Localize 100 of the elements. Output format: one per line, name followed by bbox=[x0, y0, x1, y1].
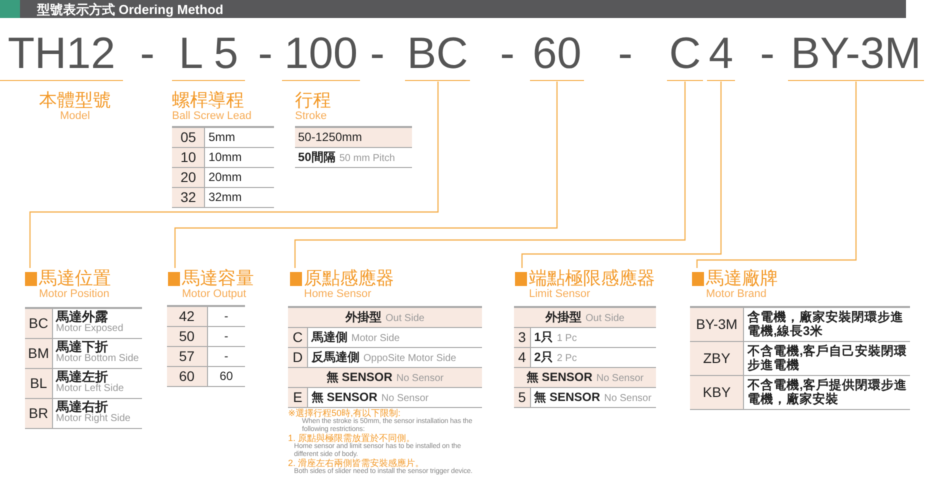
cell-text: 5mm bbox=[208, 130, 236, 144]
section-subtitle: Limit Sensor bbox=[529, 288, 592, 301]
cell-text: 50間隔 bbox=[298, 150, 336, 164]
cell-text: 無 SENSOR bbox=[326, 370, 392, 384]
code-segment: 60 bbox=[530, 28, 584, 81]
cell-text: 60 bbox=[178, 368, 195, 384]
cell-text: 馬達下折 bbox=[56, 341, 109, 353]
dash-separator: - bbox=[760, 28, 775, 80]
section-subtitle: Home Sensor bbox=[304, 288, 372, 301]
code-segment: C bbox=[667, 28, 703, 81]
cell-text: D bbox=[292, 349, 303, 365]
section-heading: 原點感應器 bbox=[304, 268, 395, 288]
cell-text: 馬達左折 bbox=[56, 371, 108, 383]
english-caption: Motor Right Side bbox=[56, 413, 132, 425]
section-subtitle: Stroke bbox=[295, 110, 328, 123]
cell-text: 50-1250mm bbox=[298, 130, 362, 144]
leader-line bbox=[29, 82, 439, 268]
cell-text: 5 bbox=[518, 389, 526, 405]
cell-text: 3 bbox=[518, 329, 526, 345]
cell-text: 馬達外露 bbox=[56, 311, 108, 324]
dash-separator: - bbox=[258, 28, 273, 80]
cell-text: 05 bbox=[180, 129, 196, 146]
section-heading: 行程 bbox=[295, 90, 332, 110]
cell-text: 不含電機,客戶自己安裝閉環步進電機 bbox=[747, 344, 907, 372]
cell-text: 60 bbox=[220, 369, 233, 383]
cell-text: 無 SENSOR bbox=[311, 390, 378, 404]
leader-line bbox=[696, 82, 857, 268]
cell-text: 馬達側 bbox=[311, 330, 348, 344]
cell-text: 42 bbox=[178, 308, 195, 324]
english-caption: Motor Exposed bbox=[56, 323, 124, 336]
section-heading: 本體型號 bbox=[38, 90, 112, 110]
section-heading: 端點極限感應器 bbox=[529, 268, 656, 288]
note-text: 1. 原點與極限需放置於不同側。 bbox=[288, 433, 416, 443]
english-caption: Out Side bbox=[586, 312, 624, 324]
section-subtitle: Motor Brand bbox=[706, 288, 768, 301]
code-segment: 100 bbox=[282, 28, 360, 81]
cell-text: 32 bbox=[180, 189, 196, 205]
cell-text: - bbox=[224, 329, 228, 343]
english-caption: Motor Side bbox=[351, 332, 400, 344]
section-subtitle: Model bbox=[59, 110, 91, 123]
leader-line bbox=[174, 82, 558, 268]
cell-text: 4 bbox=[518, 349, 526, 365]
cell-text: BR bbox=[28, 405, 48, 421]
english-caption: 2 Pc bbox=[556, 352, 577, 364]
section-subtitle: Motor Position bbox=[39, 288, 110, 301]
code-segment: L 5 bbox=[172, 28, 245, 81]
title-text: 型號表示方式 Ordering Method bbox=[37, 1, 224, 19]
section-heading: 馬達位置 bbox=[39, 268, 112, 288]
note-text: ※選擇行程50時,有以下限制: bbox=[288, 408, 402, 418]
english-caption: No Sensor bbox=[381, 392, 429, 404]
cell-text: 2只 bbox=[534, 350, 553, 364]
english-caption: 1 Pc bbox=[556, 332, 577, 344]
cell-text: 反馬達側 bbox=[311, 350, 360, 364]
dash-separator: - bbox=[140, 28, 155, 80]
cell-text: 20 bbox=[180, 169, 196, 185]
leader-line bbox=[294, 82, 686, 268]
cell-text: BY-3M bbox=[696, 316, 738, 332]
cell-text: 外掛型 bbox=[546, 310, 582, 324]
section-subtitle: Motor Output bbox=[182, 288, 248, 301]
english-caption: No Sensor bbox=[596, 372, 644, 384]
dash-separator: - bbox=[618, 28, 633, 80]
cell-text: KBY bbox=[702, 384, 731, 400]
cell-text: 10mm bbox=[208, 150, 242, 164]
english-caption: Motor Bottom Side bbox=[56, 353, 139, 365]
cell-text: 10 bbox=[180, 149, 196, 165]
code-segment: BC bbox=[405, 28, 470, 81]
english-caption: Out Side bbox=[386, 312, 424, 324]
dash-separator: - bbox=[500, 28, 515, 80]
cell-text: 外掛型 bbox=[346, 310, 382, 324]
cell-text: 無 SENSOR bbox=[534, 390, 600, 404]
cell-text: 含電機，廠家安裝閉環步進電機,線長3米 bbox=[747, 310, 904, 338]
dash-separator: - bbox=[370, 28, 385, 80]
cell-text: BL bbox=[30, 375, 48, 391]
cell-text: BC bbox=[28, 315, 48, 332]
cell-text: ZBY bbox=[703, 350, 730, 366]
cell-text: 不含電機,客戶提供閉環步進電機，廠家安裝 bbox=[747, 378, 907, 406]
section-heading: 螺桿導程 bbox=[172, 90, 245, 110]
cell-text: 20mm bbox=[208, 170, 242, 184]
english-caption: 50 mm Pitch bbox=[339, 152, 395, 164]
cell-text: - bbox=[224, 349, 228, 363]
cell-text: 無 SENSOR bbox=[526, 370, 592, 384]
cell-text: BM bbox=[28, 345, 49, 361]
english-caption: OppoSite Motor Side bbox=[363, 352, 456, 364]
cell-text: - bbox=[224, 309, 228, 324]
cell-text: C bbox=[292, 329, 303, 345]
english-caption: No Sensor bbox=[396, 372, 444, 384]
english-caption: No Sensor bbox=[604, 392, 652, 404]
leader-line bbox=[521, 82, 722, 268]
section-heading: 馬達廠牌 bbox=[706, 268, 779, 288]
cell-text: 32mm bbox=[208, 190, 242, 204]
code-segment: TH12 bbox=[0, 28, 123, 81]
cell-text: 57 bbox=[178, 348, 195, 364]
code-segment: BY-3M bbox=[788, 28, 924, 81]
cell-text: 1只 bbox=[534, 330, 553, 344]
cell-text: 50 bbox=[178, 328, 195, 344]
note-text: 2. 滑座左右兩側皆需安裝感應片。 bbox=[288, 458, 426, 468]
english-caption: Motor Left Side bbox=[56, 383, 125, 395]
section-heading: 馬達容量 bbox=[182, 268, 255, 288]
cell-text: 馬達右折 bbox=[56, 401, 109, 413]
cell-text: E bbox=[293, 389, 302, 405]
